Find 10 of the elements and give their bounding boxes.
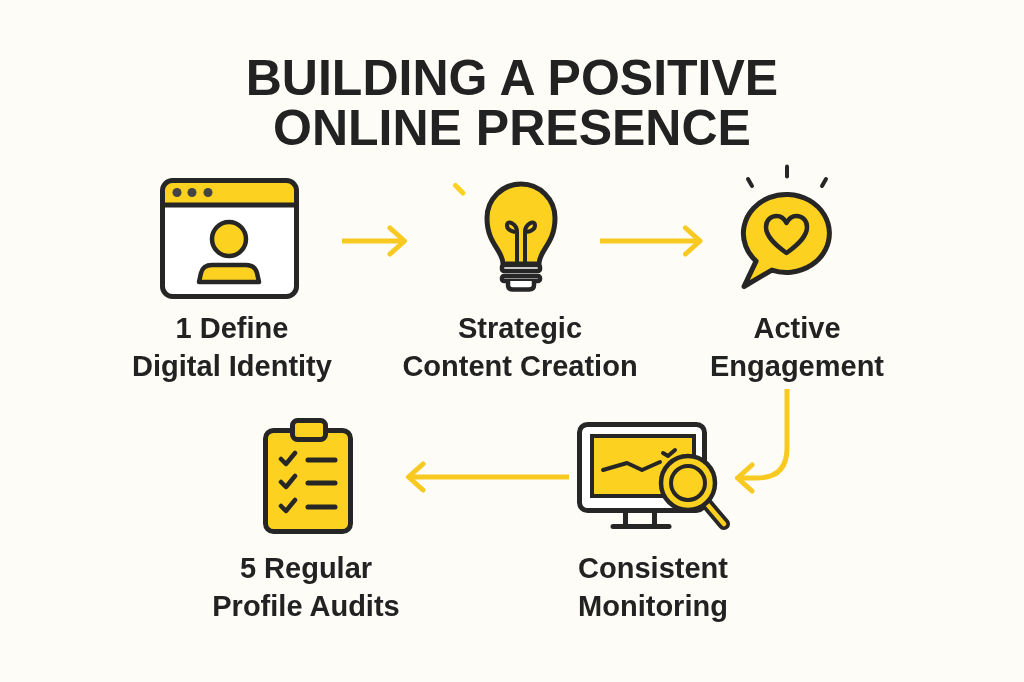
step-label: Consistent Monitoring	[577, 551, 729, 624]
step-label: 1 Define Digital Identity	[131, 311, 333, 384]
arrow	[735, 389, 790, 494]
arrow	[600, 225, 703, 257]
title: BUILDING A POSITIVE ONLINE PRESENCE	[244, 53, 780, 153]
arrow	[406, 461, 569, 493]
step-label: Active Engagement	[709, 311, 885, 384]
arrow	[342, 225, 407, 257]
step-label: 5 Regular Profile Audits	[211, 551, 401, 624]
step-label: Strategic Content Creation	[401, 311, 639, 384]
